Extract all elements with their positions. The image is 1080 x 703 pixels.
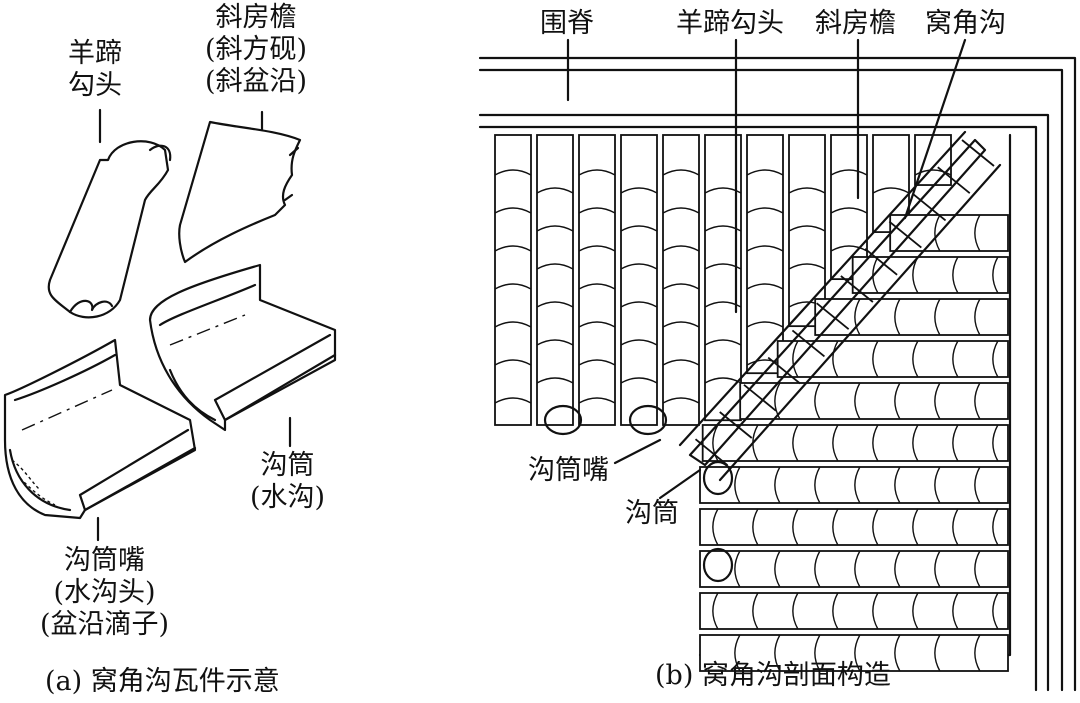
horizontal-tiles — [699, 214, 1009, 672]
goutongzui-tile — [3, 338, 197, 520]
right-caption: (b) 窝角沟剖面构造 — [655, 660, 891, 691]
goutong-label-line1: 沟筒 — [260, 450, 315, 481]
xiefangyan-tile — [178, 120, 302, 264]
goutongzui-label-line2: (水沟头) — [53, 577, 156, 608]
vertical-tiles — [494, 134, 952, 426]
weiji-label: 围脊 — [540, 8, 594, 39]
yangti-right-label: 羊蹄勾头 — [676, 8, 784, 39]
goutong-right-leader — [658, 468, 702, 500]
goutongzui-right-label: 沟筒嘴 — [528, 455, 609, 486]
goutong-label-line2: (水沟) — [250, 482, 326, 513]
goutong-tile — [148, 263, 337, 432]
yangti-goutou-label: 羊蹄 勾头 — [68, 38, 122, 102]
goutong-right-label: 沟筒 — [625, 498, 679, 529]
xiefangyan-right-label: 斜房檐 — [815, 8, 896, 39]
xiefangyan-label-line3: (斜盆沿) — [205, 66, 308, 97]
xiefangyan-label-line1: 斜房檐 — [215, 2, 297, 33]
xiefangyan-label-line2: (斜方砚) — [205, 34, 308, 65]
left-caption: (a) 窝角沟瓦件示意 — [45, 666, 280, 697]
goutongzui-label-line3: (盆沿滴子) — [40, 609, 170, 640]
wojiaogou-label: 窝角沟 — [925, 8, 1006, 39]
yangti-goutou-tile — [47, 140, 172, 319]
goutongzui-caps — [543, 404, 734, 583]
wojiaogou-leader — [903, 38, 967, 220]
goutongzui-right-leader — [613, 438, 662, 465]
weiji-ridge — [478, 56, 1077, 692]
goutong-label: 沟筒 (水沟) — [250, 450, 325, 514]
goutongzui-label-line1: 沟筒嘴 — [64, 545, 146, 576]
goutongzui-label: 沟筒嘴 (水沟头) (盆沿滴子) — [40, 545, 169, 641]
yangti-label-line1: 羊蹄 — [68, 38, 122, 69]
yangti-label-line2: 勾头 — [68, 70, 122, 101]
xiefangyan-label: 斜房檐 (斜方砚) (斜盆沿) — [205, 2, 307, 98]
